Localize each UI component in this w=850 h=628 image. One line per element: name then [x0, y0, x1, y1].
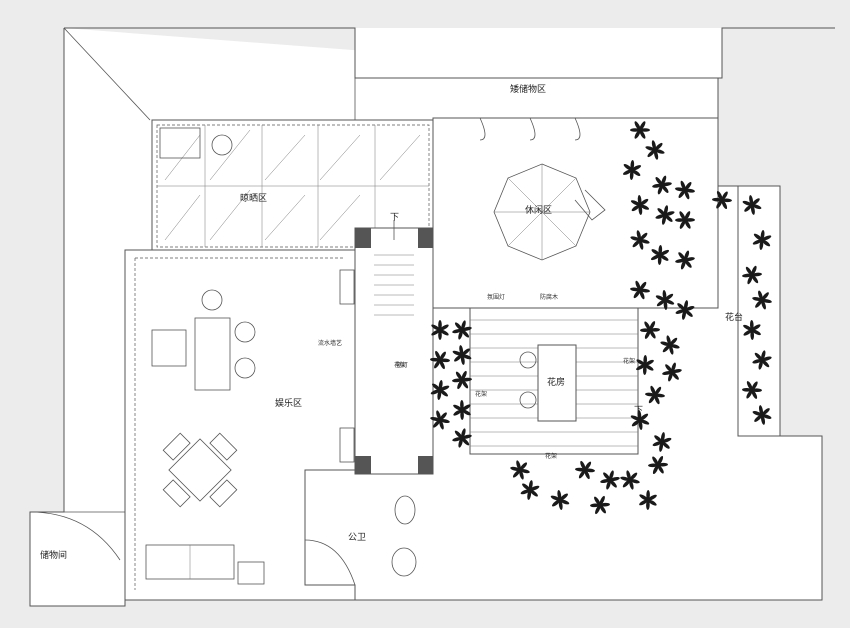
- plant-icon: [453, 400, 471, 420]
- plant-icon: [452, 345, 472, 365]
- note-flower-rack-1: 花架: [623, 357, 635, 365]
- note-flower-rack-3: 花架: [545, 452, 557, 460]
- leisure-area: [432, 117, 719, 309]
- plant-icon: [636, 355, 654, 375]
- plant-icon: [742, 265, 762, 285]
- note-preserved-wood: 防腐木: [540, 293, 558, 301]
- label-drying-area: 晾晒区: [240, 192, 267, 204]
- plant-icon: [630, 195, 650, 215]
- plant-icon: [620, 470, 640, 490]
- plant-icon: [645, 385, 665, 405]
- plant-icon: [639, 490, 657, 510]
- label-flower-room: 花房: [547, 376, 565, 388]
- plant-icon: [590, 495, 610, 515]
- label-storage-room: 储物间: [40, 549, 67, 561]
- label-entertainment-area: 娱乐区: [275, 397, 302, 409]
- plant-icon: [630, 280, 650, 300]
- plant-icon: [650, 245, 670, 265]
- plant-icon: [675, 250, 695, 270]
- label-flower-terrace: 花台: [725, 311, 743, 323]
- plant-icon: [652, 175, 672, 195]
- stair-core: [354, 220, 434, 475]
- label-leisure-area: 休闲区: [525, 204, 552, 216]
- roof-edge-left: [63, 27, 151, 121]
- plant-icon: [648, 455, 668, 475]
- label-public-toilet: 公卫: [348, 532, 366, 543]
- label-low-storage: 矮储物区: [510, 83, 546, 95]
- plant-icon: [712, 190, 732, 210]
- toilet-fixtures: [304, 495, 417, 586]
- plant-icon: [630, 230, 650, 250]
- plants: [430, 121, 772, 515]
- furniture: [145, 269, 355, 585]
- plant-icon: [575, 460, 595, 480]
- note-ambient-light: 氛围灯: [487, 293, 505, 301]
- plant-icon: [550, 490, 570, 510]
- plant-icon: [630, 410, 650, 430]
- plant-icon: [655, 205, 675, 225]
- plant-icon: [752, 290, 772, 310]
- plant-icon: [662, 362, 682, 382]
- umbrella-icon: [493, 163, 591, 261]
- plant-icon: [600, 470, 620, 490]
- note-flower-rack-4: 花架: [394, 361, 406, 369]
- note-flower-rack-2: 花架: [475, 390, 487, 398]
- plant-icon: [652, 432, 672, 452]
- label-stair-down-2: 下: [634, 406, 643, 416]
- note-lamp: 壁灯: [396, 361, 408, 369]
- storage-door: [29, 511, 121, 561]
- plant-icon: [655, 290, 675, 310]
- plant-icon: [452, 428, 472, 448]
- plant-icon: [752, 350, 772, 370]
- plant-icon: [510, 460, 530, 480]
- plant-icon: [742, 195, 762, 215]
- plant-icon: [622, 160, 642, 180]
- plant-icon: [520, 480, 540, 500]
- plant-icon: [430, 350, 450, 370]
- plant-icon: [640, 321, 660, 339]
- plant-icon: [452, 370, 472, 390]
- plant-icon: [675, 211, 695, 229]
- plant-icon: [675, 180, 695, 200]
- plant-icon: [430, 380, 450, 400]
- plant-icon: [675, 300, 695, 320]
- plant-icon: [660, 335, 680, 355]
- plant-icon: [645, 140, 665, 160]
- flower-room: [469, 307, 639, 455]
- plant-icon: [752, 405, 772, 425]
- plant-icon: [430, 410, 450, 430]
- plant-icon: [431, 320, 449, 340]
- plant-icon: [630, 121, 650, 139]
- label-stair-down-1: 下: [390, 213, 399, 223]
- plant-icon: [742, 381, 762, 399]
- plant-icon: [743, 320, 761, 340]
- flower-terrace: [737, 185, 781, 437]
- plant-icon: [452, 320, 472, 340]
- note-water-feature: 流水墙艺: [318, 339, 342, 347]
- plant-icon: [752, 230, 772, 250]
